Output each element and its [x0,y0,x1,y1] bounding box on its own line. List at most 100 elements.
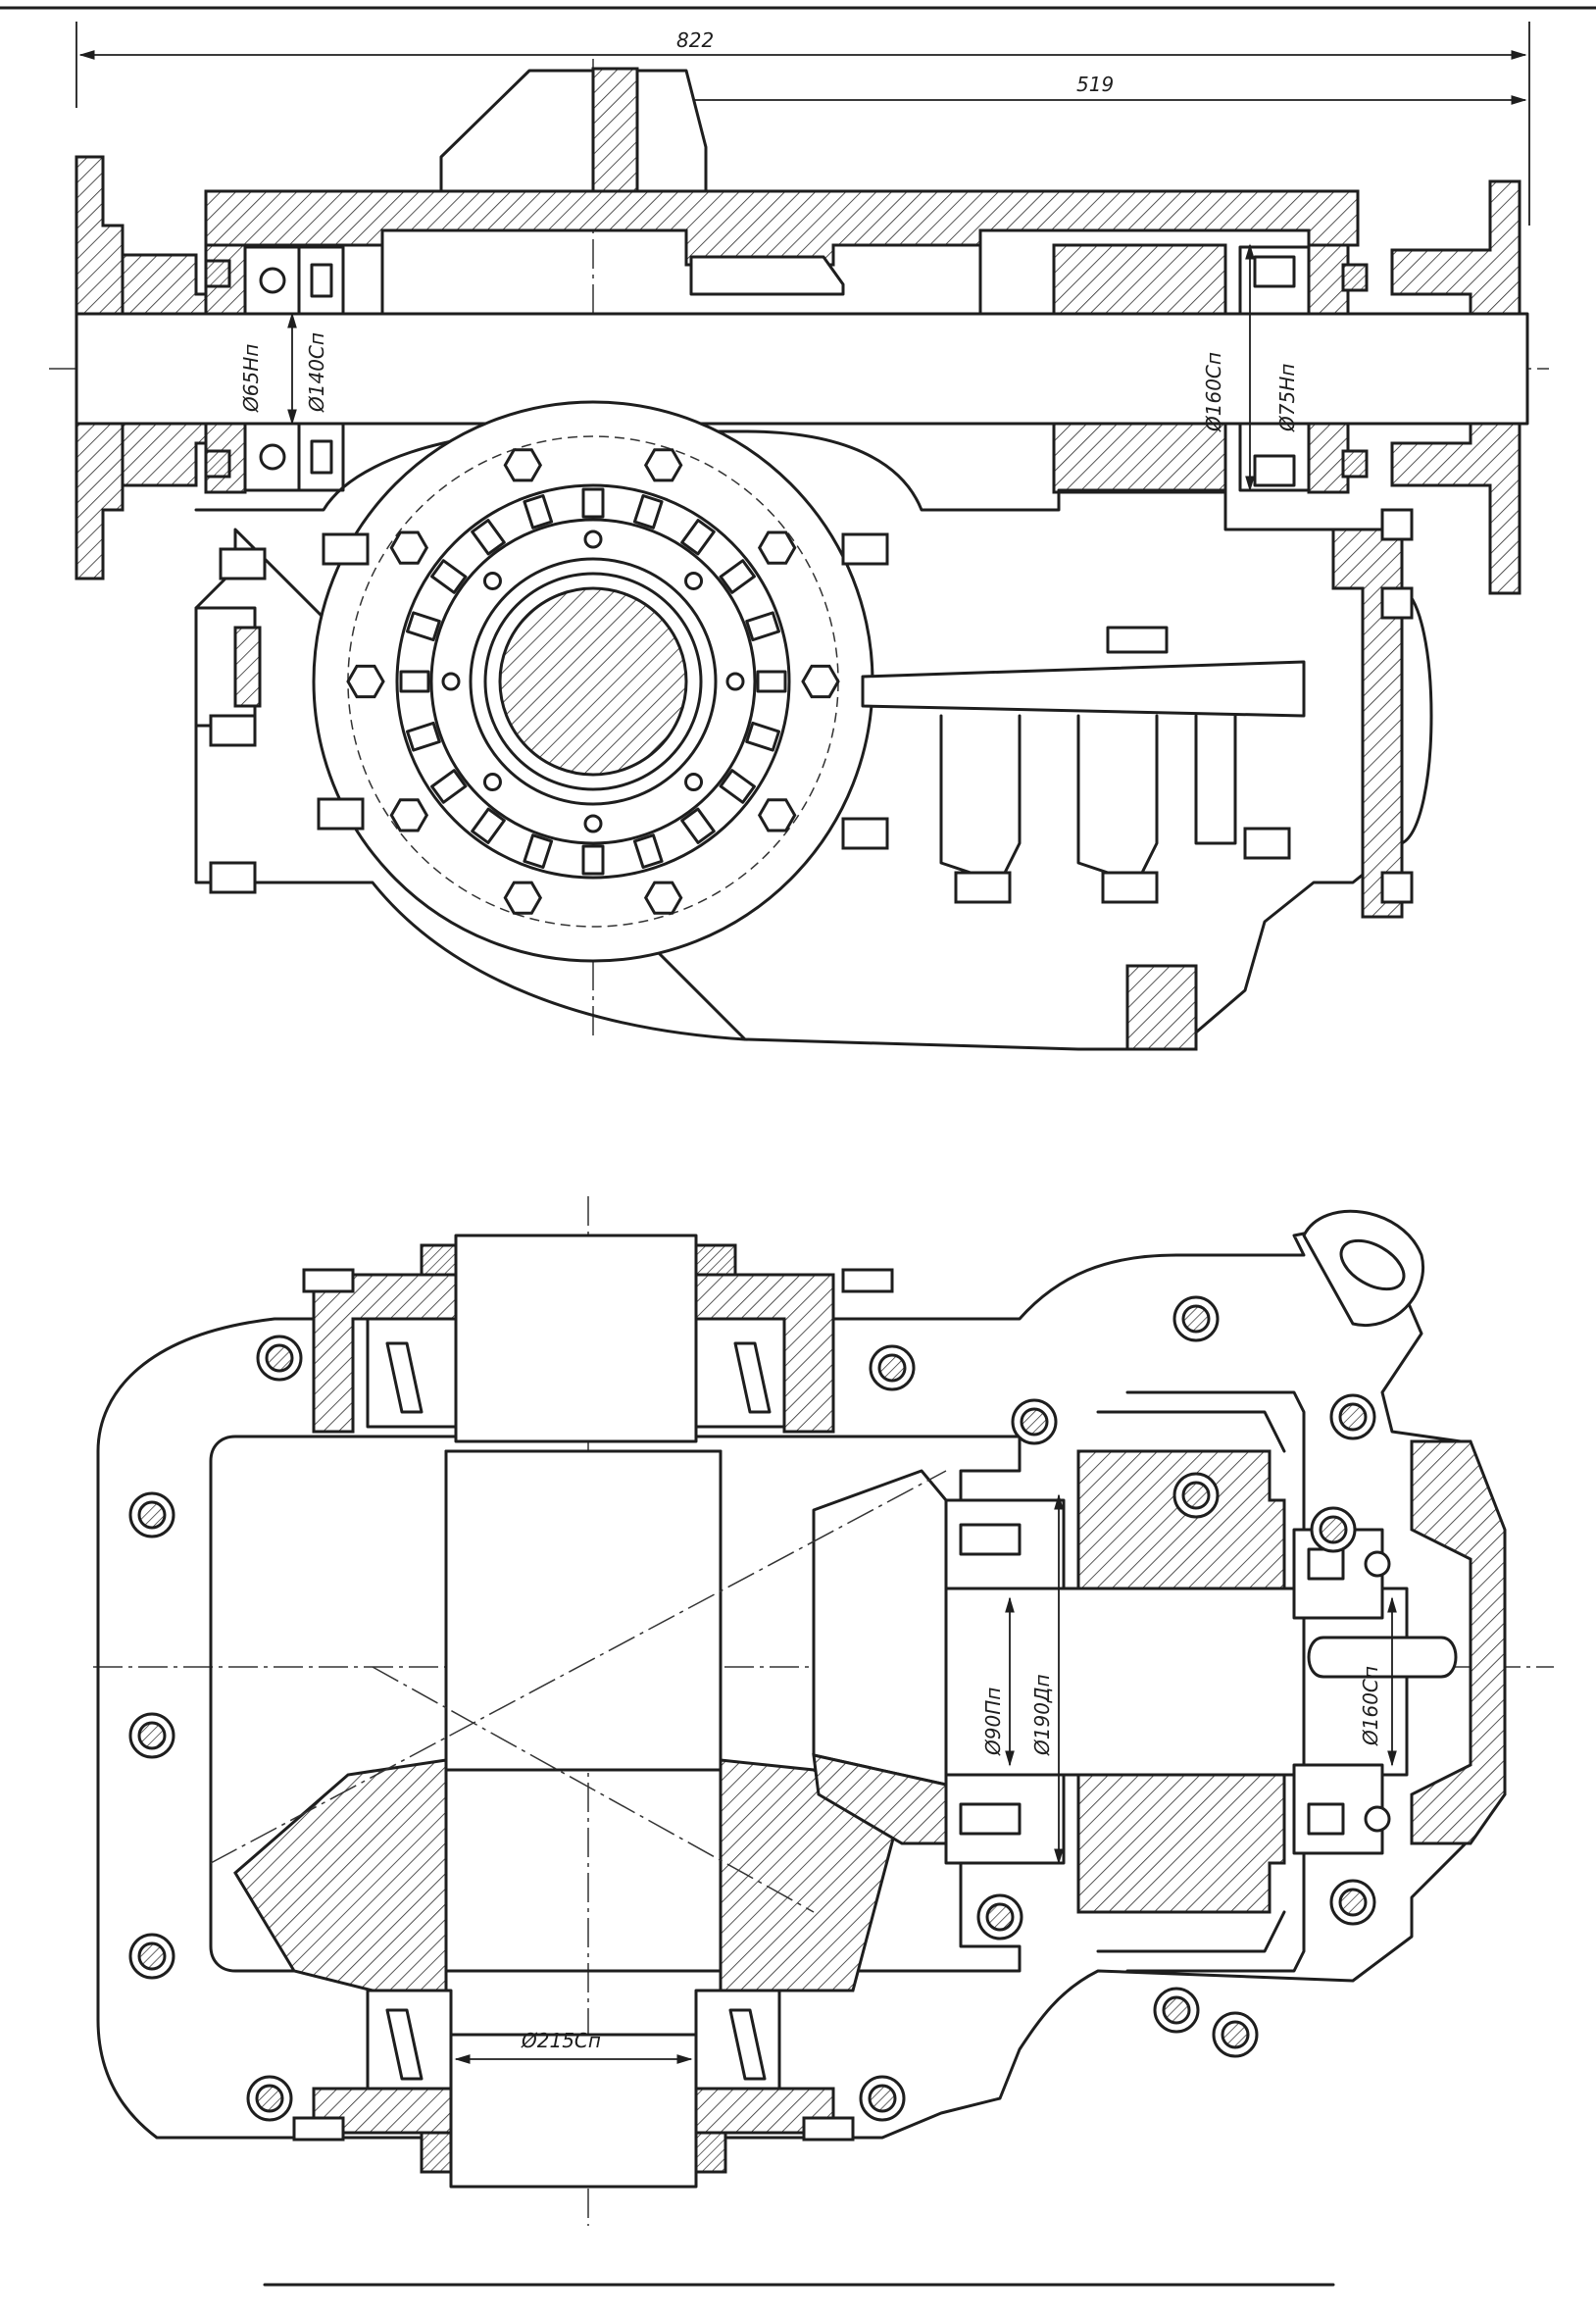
plan-bolt-inner [1338,1402,1368,1432]
roller-slot [430,559,468,594]
plan-bolt-inner [877,1353,907,1383]
main-output-shaft [75,312,1529,426]
cone-line-1 [210,1470,947,1864]
plan-bolts [128,1295,1376,2122]
lower-wheel-bearing [292,1989,855,2174]
plan-bolt-icon [128,1491,175,1538]
dim-right-shaft-inner: Ø75Нп [1275,364,1299,432]
cage-hole-icon [583,814,603,833]
roller-slot [745,611,780,642]
roller-slot [756,670,787,693]
plan-bolt-inner [137,1941,167,1971]
plan-bolt-inner [137,1500,167,1530]
dimension-519-label: 519 [1076,73,1114,96]
plan-bolt-icon [256,1335,303,1382]
axle-section [498,586,688,777]
roller-slot [632,494,664,529]
plan-bolt-icon [869,1344,916,1391]
breather-plug [591,67,639,193]
plan-bolt-icon [1153,1987,1200,2034]
roller-slot [581,487,605,519]
flange-bolt-icon [757,798,797,832]
bevel-pinion [812,1469,948,1787]
plan-bolt-icon [246,2075,293,2122]
roller-slot [406,721,441,752]
plan-bolt-inner [137,1721,167,1750]
roller-slot [745,721,780,752]
roller-slot [523,494,554,529]
plan-bolt-icon [1329,1879,1376,1926]
left-bracket-pin [233,626,262,708]
gear-rim-bottom [1096,1910,1286,1953]
plan-housing-outline [96,1224,1507,2140]
oil-filler-hole [1339,1238,1406,1291]
dim-pinion-bearing-right: Ø160Сп [1359,1666,1382,1746]
flange-bolt-icon [801,664,840,699]
wheel-shaft-upper [454,1234,698,1443]
plan-bolt-inner [1181,1481,1211,1510]
plan-bolt-inner [1221,2020,1250,2049]
wheel-left-section [233,1758,448,1992]
flange-bolt-icon [346,664,385,699]
plan-bolt-inner [265,1343,294,1373]
roller-slot [406,611,441,642]
cage-hole-icon [684,571,704,590]
flange-bolt-icon [389,798,429,832]
roller-slot [581,844,605,876]
cone-line-2 [372,1666,815,1913]
roller-slot [680,807,716,844]
left-flange-lower [75,422,125,580]
plan-bolt-icon [128,1933,175,1980]
cage-hole-icon [684,773,704,792]
cage-hole-icon [583,529,603,549]
plan-bolt-icon [1011,1398,1058,1445]
plan-bolt-inner [1338,1888,1368,1917]
dim-wheel-bearing-bottom: Ø215Сп [521,2029,601,2052]
flange-bolt-icon [503,448,543,482]
upper-sectional-view: 822 519 [0,6,1596,1051]
flange-bolt-icon [643,448,683,482]
plan-inner-cavity [209,1435,1022,1973]
cage-inner-circle [429,518,757,845]
plan-bolt-inner [868,2084,897,2113]
plan-bolt-inner [255,2084,284,2113]
cage-hole-icon [482,773,502,792]
plan-bolt-icon [128,1712,175,1759]
plan-bolt-inner [1020,1407,1049,1437]
plan-bolt-icon [859,2075,906,2122]
pinion-shaft-key [1307,1636,1458,1679]
housing-left-outline [194,528,747,1041]
flange-bolt-icon [503,881,543,915]
pinion-tooth-section [812,1753,948,1845]
roller-slot [680,519,716,556]
roller-slot [719,769,756,804]
plan-bolt-inner [985,1902,1015,1932]
plan-bolt-icon [976,1893,1023,1941]
roller-slot [471,807,506,844]
upper-wheel-bearing [302,1243,894,1434]
right-flange-upper [1390,179,1521,316]
plan-bolt-inner [1319,1515,1348,1544]
roller-slots [399,487,787,876]
left-flange-upper [75,155,125,316]
dimension-822-label: 822 [676,28,714,52]
cage-outer-circle [395,483,791,880]
cage-hole-icon [482,571,502,590]
dim-pinion-shaft-outer: Ø190Дп [1030,1674,1054,1756]
top-boss [1106,626,1169,654]
dimension-519: 519 [626,69,1527,226]
pinion-shaft [944,1587,1409,1777]
gear-guard [1125,1390,1306,1973]
oil-filler-boss [1302,1209,1424,1327]
wheel-shaft-lower [449,2033,698,2189]
lower-sectional-view: Ø215Сп Ø90Пп Ø190Дп Ø160Сп [93,1196,1554,2226]
roller-slot [523,833,554,869]
cage-hole-icon [725,672,745,691]
spur-gear-lower [1076,1773,1286,1914]
left-bearing [204,243,345,494]
gear-rim-top [1096,1410,1286,1453]
flange-bolt-icon [757,530,797,565]
plan-bolt-inner [1162,1995,1191,2025]
wheel-hub-body [444,1449,723,1772]
